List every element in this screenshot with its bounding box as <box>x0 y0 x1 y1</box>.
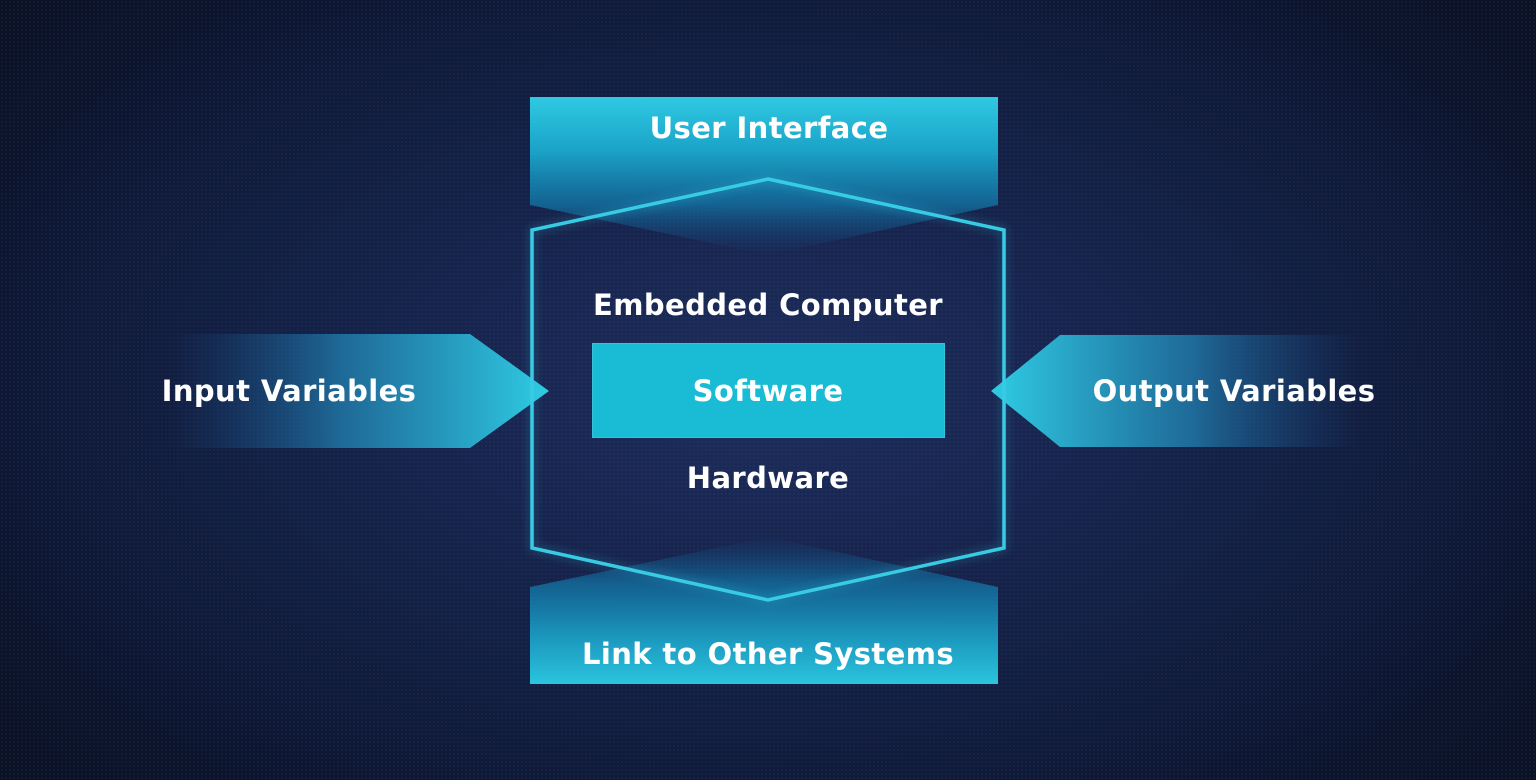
embedded-computer-title: Embedded Computer <box>593 288 943 322</box>
software-box <box>592 343 945 438</box>
left-arrow-shape <box>170 334 549 448</box>
bottom-banner-label: Link to Other Systems <box>581 637 955 671</box>
right-arrow-shape <box>991 335 1361 447</box>
hexagon-outline <box>530 177 1006 602</box>
output-variables-label: Output Variables <box>1092 374 1376 408</box>
software-label: Software <box>692 374 844 408</box>
top-banner-label: User Interface <box>649 111 889 145</box>
input-variables-label: Input Variables <box>161 374 417 408</box>
hardware-label: Hardware <box>686 461 850 495</box>
top-banner-shape <box>530 97 998 255</box>
